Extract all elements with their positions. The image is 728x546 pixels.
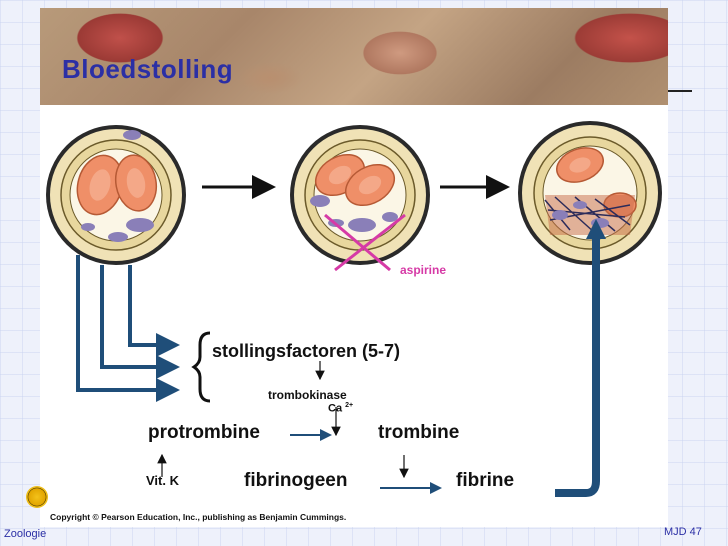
return-arrow [555,235,600,497]
vessel-cross-section-3 [518,121,662,265]
trombokinase-label: trombokinase [268,388,347,402]
clotting-diagram [46,121,662,497]
stollingsfactoren-label: stollingsfactoren (5-7) [212,341,401,361]
return-arrow-head [586,219,606,239]
tissue-banner-image [40,8,668,105]
footer-course: Zoologie [4,528,47,540]
ca-superscript: 2+ [345,402,354,409]
aspirine-block-cross [324,213,406,272]
footer-slide-number: MJD 47 [664,526,702,538]
brace [191,331,211,403]
copyright-notice: Copyright © Pearson Education, Inc., pub… [50,512,347,522]
factor-release-arrows [76,255,180,402]
fibrine-label: fibrine [456,470,515,491]
publisher-logo [26,486,48,508]
diagram-area: aspirine stollingsfactoren (5-7) trombok… [40,105,668,527]
slide-title: Bloedstolling [62,54,234,84]
vessel-cross-section-1 [46,125,186,265]
title-underline [668,90,692,92]
trombine-label: trombine [378,422,460,443]
fibrinogeen-label: fibrinogeen [244,470,348,491]
vitk-label: Vit. K [146,473,179,488]
protrombine-label: protrombine [148,422,260,443]
aspirine-label: aspirine [400,263,447,277]
